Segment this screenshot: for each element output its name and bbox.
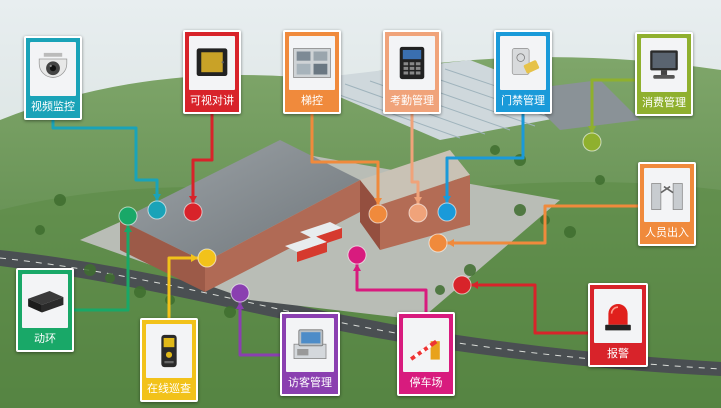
dome-camera-icon (30, 42, 76, 96)
arrow-alarm (471, 281, 478, 289)
connector-intercom (191, 114, 214, 212)
marker-env[interactable] (118, 206, 138, 226)
arrow-parking (353, 264, 361, 271)
connector-visitor (238, 293, 280, 357)
node-label: 梯控 (301, 94, 323, 107)
node-label: 停车场 (409, 376, 443, 389)
card-video-intercom[interactable]: 可视对讲 (183, 30, 241, 114)
card-online-patrol[interactable]: 在线巡查 (140, 318, 198, 402)
environment-host-icon (22, 274, 68, 328)
marker-visitor[interactable] (230, 283, 250, 303)
node-label: 消费管理 (642, 96, 686, 109)
connector-personnel (438, 204, 638, 245)
elevator-control-icon (289, 36, 335, 90)
connector-alarm (462, 283, 588, 335)
marker-patrol[interactable] (197, 248, 217, 268)
node-label: 视频监控 (31, 100, 75, 113)
arrow-patrol (191, 254, 198, 262)
marker-alarm[interactable] (452, 275, 472, 295)
turnstile-gate-icon (644, 168, 690, 222)
card-elevator-control[interactable]: 梯控 (283, 30, 341, 114)
arrow-intercom (189, 196, 197, 203)
arrow-personnel (447, 239, 454, 247)
arrow-access (443, 196, 451, 203)
road (0, 250, 721, 376)
marker-personnel[interactable] (428, 233, 448, 253)
arrow-visitor (236, 302, 244, 309)
marker-access[interactable] (437, 202, 457, 222)
node-label: 门禁管理 (501, 94, 545, 107)
card-personnel-access[interactable]: 人员出入 (638, 162, 696, 246)
node-label: 访客管理 (288, 376, 332, 389)
pos-terminal-icon (641, 38, 687, 92)
card-visitor[interactable]: 访客管理 (280, 312, 340, 396)
arrow-consume (588, 126, 596, 133)
card-consumption[interactable]: 消费管理 (635, 32, 693, 116)
node-label: 人员出入 (645, 226, 689, 239)
arrow-env (124, 225, 132, 232)
video-intercom-icon (189, 36, 235, 90)
connector-lines (51, 78, 638, 357)
card-parking[interactable]: 停车场 (397, 312, 455, 396)
marker-video[interactable] (147, 200, 167, 220)
barrier-gate-icon (403, 318, 449, 372)
trucks (285, 222, 342, 262)
arrow-elevator (374, 198, 382, 205)
greenhouse-rows (300, 60, 600, 140)
node-label: 考勤管理 (390, 94, 434, 107)
marker-attendance[interactable] (408, 203, 428, 223)
office-building (360, 150, 470, 205)
main-workshop (120, 140, 360, 262)
node-label: 报警 (607, 347, 629, 360)
connector-elevator (310, 114, 380, 214)
patrol-device-icon (146, 324, 192, 378)
visitor-terminal-icon (286, 318, 334, 372)
marker-elevator[interactable] (368, 204, 388, 224)
trees (35, 145, 605, 318)
connector-access (445, 114, 525, 212)
attendance-terminal-icon (389, 36, 435, 90)
marker-parking[interactable] (347, 245, 367, 265)
node-label: 在线巡查 (147, 382, 191, 395)
arrow-attendance (414, 197, 422, 204)
connector-env (74, 216, 130, 312)
location-markers (118, 132, 602, 303)
card-attendance[interactable]: 考勤管理 (383, 30, 441, 114)
marker-intercom[interactable] (183, 202, 203, 222)
alarm-light-icon (594, 289, 642, 343)
card-alarm[interactable]: 报警 (588, 283, 648, 367)
connector-consume (590, 78, 635, 142)
arrow-video (153, 194, 161, 201)
card-video-surveillance[interactable]: 视频监控 (24, 36, 82, 120)
marker-consume[interactable] (582, 132, 602, 152)
connector-video (51, 120, 159, 210)
card-access-control[interactable]: 门禁管理 (494, 30, 552, 114)
node-label: 可视对讲 (190, 94, 234, 107)
card-reader-icon (500, 36, 546, 90)
node-label: 动环 (34, 332, 56, 345)
card-environment-monitoring[interactable]: 动环 (16, 268, 74, 352)
connector-parking (355, 255, 428, 312)
